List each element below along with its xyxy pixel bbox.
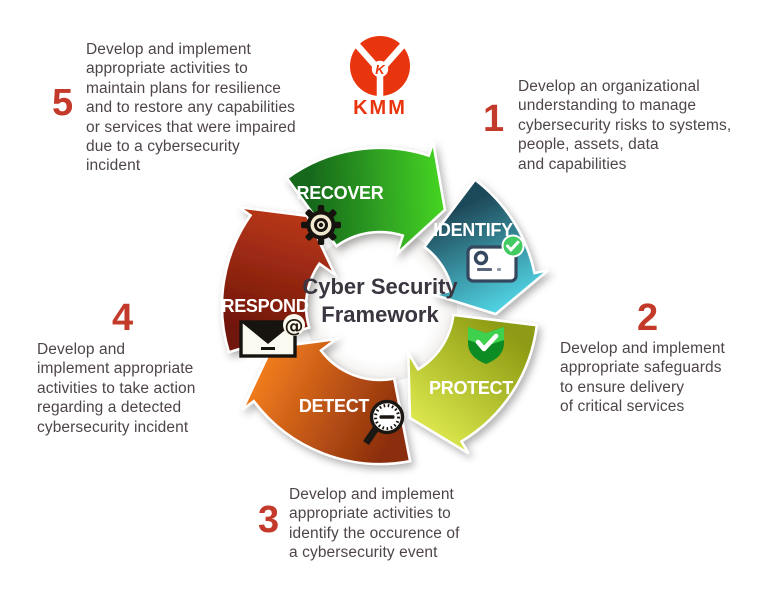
id-card-icon (466, 234, 525, 283)
note-line: of critical services (560, 398, 685, 416)
center-title-line1: Cyber Security (302, 274, 458, 299)
gear-icon (301, 205, 341, 245)
note-line: people, assets, data (518, 136, 659, 154)
note-4-number: 4 (112, 297, 134, 339)
center-title-line2: Framework (321, 302, 439, 327)
note-line: Develop and implement (289, 486, 454, 503)
note-line: Develop and implement (86, 41, 251, 58)
note-line: to ensure delivery (560, 378, 685, 396)
note-line: or services that were impaired (86, 118, 296, 136)
note-5-text: Develop and implement appropriate activit… (86, 40, 296, 176)
note-line: incident (86, 157, 141, 175)
kmm-logo: K KMM (350, 36, 410, 119)
note-line: and to restore any capabilities (86, 99, 296, 117)
kmm-logo-letter: K (375, 62, 386, 77)
note-line: identify the occurence of (289, 524, 460, 542)
note-line: understanding to manage (518, 97, 697, 115)
note-line: cybersecurity incident (37, 418, 189, 436)
note-line: Develop an organizational (518, 78, 700, 95)
segment-labels-and-icons: RECOVER IDENTIFY PROTECT DETECT RESPOND@ (222, 183, 525, 445)
note-line: Develop and implement (560, 340, 725, 357)
note-2-number: 2 (637, 297, 659, 339)
segment-respond-label: RESPOND (222, 296, 309, 316)
note-2-text: Develop and implement appropriate safegua… (560, 339, 725, 417)
note-3-number: 3 (258, 499, 280, 541)
note-line: Develop and (37, 341, 126, 358)
note-line: appropriate activities to (289, 505, 451, 523)
note-line: due to a cybersecurity (86, 138, 240, 156)
note-line: appropriate activities to (86, 60, 248, 78)
note-3-text: Develop and implement appropriate activit… (289, 485, 460, 563)
segment-recover-label: RECOVER (297, 183, 384, 203)
envelope-icon: @ (239, 314, 305, 358)
svg-text:@: @ (285, 315, 304, 337)
segment-identify-label: IDENTIFY (433, 220, 513, 240)
kmm-logo-wordmark: KMM (353, 97, 407, 119)
kmm-logo-center (371, 60, 389, 78)
note-5-number: 5 (52, 82, 74, 124)
segment-detect-arrow (241, 337, 412, 466)
note-line: activities to take action (37, 379, 196, 397)
center-circle (303, 229, 457, 383)
shield-check-icon (468, 327, 504, 364)
segment-protect-label: PROTECT (429, 378, 513, 398)
note-line: and capabilities (518, 155, 627, 173)
note-line: maintain plans for resilience (86, 79, 282, 97)
segment-respond-arrow (220, 206, 339, 354)
note-1-text: Develop an organizational understanding t… (518, 77, 731, 174)
note-line: appropriate safeguards (560, 359, 722, 377)
segment-detect-label: DETECT (299, 396, 370, 416)
note-line: implement appropriate (37, 360, 194, 378)
note-line: a cybersecurity event (289, 544, 438, 562)
note-line: regarding a detected (37, 399, 182, 417)
note-line: cybersecurity risks to systems, (518, 116, 732, 134)
segment-protect-arrow (406, 313, 539, 455)
magnifier-icon (363, 399, 405, 445)
note-1-number: 1 (483, 98, 505, 140)
